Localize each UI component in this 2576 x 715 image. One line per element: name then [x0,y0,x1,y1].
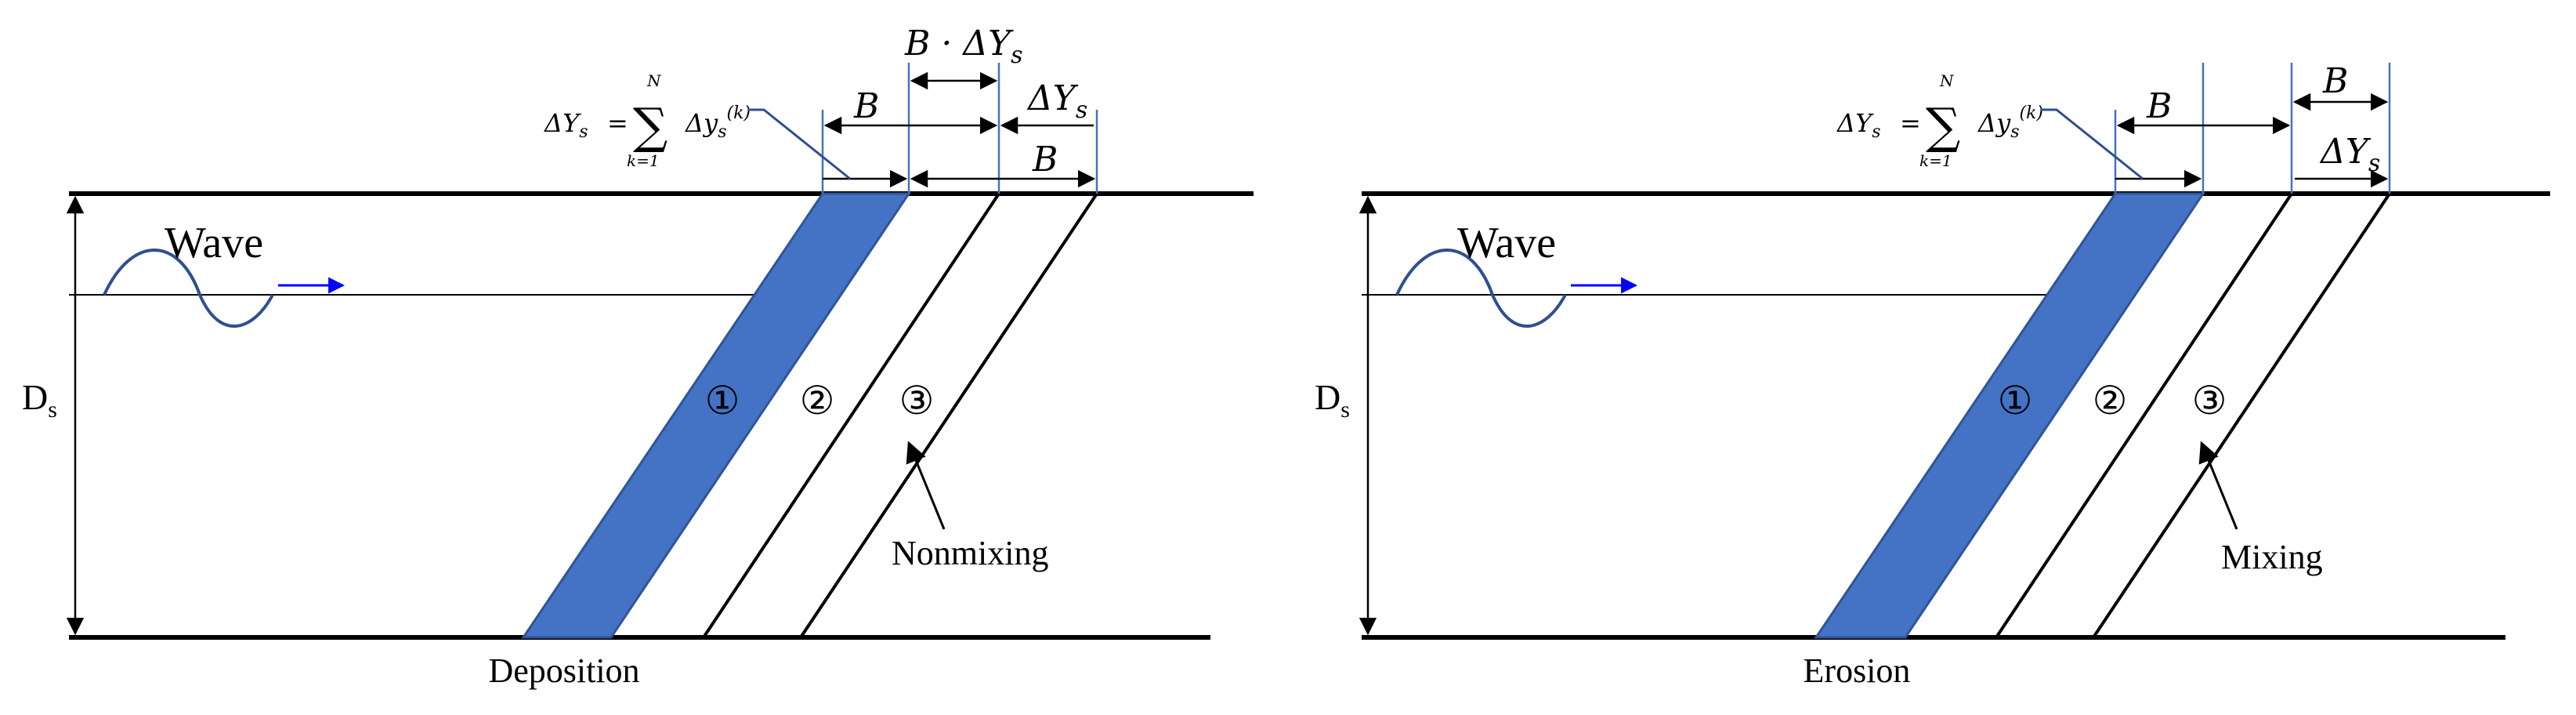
svg-text:k=1: k=1 [1919,151,1952,170]
svg-text:k=1: k=1 [627,151,660,170]
svg-text:=: = [1900,108,1921,138]
layer-2-boundary [1995,192,2293,639]
layer-3-boundary [799,192,1098,639]
nonmixing-label: Nonmixing [892,534,1048,572]
wave-curve [103,249,274,328]
svg-text:ΔYs: ΔYs [1836,108,1881,142]
svg-text:N: N [1939,71,1955,90]
dim-label-b-bottom: B [1032,140,1058,180]
erosion-caption: Erosion [1804,651,1911,690]
dim-label-b-top: B [2322,61,2348,101]
mixing-pointer-arrow [2198,441,2238,530]
deposition-caption: Deposition [488,651,639,690]
layer-label-3: ③ [899,378,935,423]
sum-formula: ΔYs = ∑ N k=1 Δys(k) [543,71,751,170]
sum-formula: ΔYs = ∑ N k=1 Δys(k) [1836,71,2043,170]
formula-leader-line [2041,108,2144,180]
panel-erosion: Ds Wave ① ② ③ Mixing Erosion B B ΔYs ΔYs [1315,61,2550,690]
wave-label: Wave [165,219,263,267]
wave-curve [1395,249,1567,328]
layer-label-2: ② [800,378,835,423]
mixing-label: Mixing [2221,538,2323,576]
svg-text:N: N [646,71,662,90]
depth-label: Ds [22,377,57,423]
layer-1-active [1814,192,2205,639]
layer-2-boundary [702,192,1000,639]
svg-text:ΔYs: ΔYs [543,108,588,142]
svg-text:Δys(k): Δys(k) [684,103,751,142]
depth-label: Ds [1315,377,1350,423]
svg-text:=: = [607,108,628,138]
dim-label-b-delta-ys: B · ΔYs [904,24,1023,69]
dim-label-b-mid: B [853,86,879,126]
layer-label-3: ③ [2192,378,2227,423]
layer-3-boundary [2092,192,2391,639]
layer-1-deposited [521,192,911,639]
dim-label-delta-ys: ΔYs [1026,78,1087,124]
svg-text:∑: ∑ [1926,97,1960,154]
dim-label-delta-ys: ΔYs [2319,132,2380,177]
dim-label-b-mid: B [2146,86,2172,126]
panel-deposition: Ds Wave ① ② ③ Nonmixing Deposition B · Δ… [22,24,1254,690]
nonmixing-pointer-arrow [906,441,946,530]
formula-leader-line [748,108,851,180]
layer-label-1: ① [705,378,740,423]
layer-label-2: ② [2093,378,2128,423]
svg-text:∑: ∑ [633,97,668,154]
svg-text:Δys(k): Δys(k) [1977,103,2043,142]
layer-label-1: ① [1998,378,2033,423]
wave-label: Wave [1457,219,1556,267]
